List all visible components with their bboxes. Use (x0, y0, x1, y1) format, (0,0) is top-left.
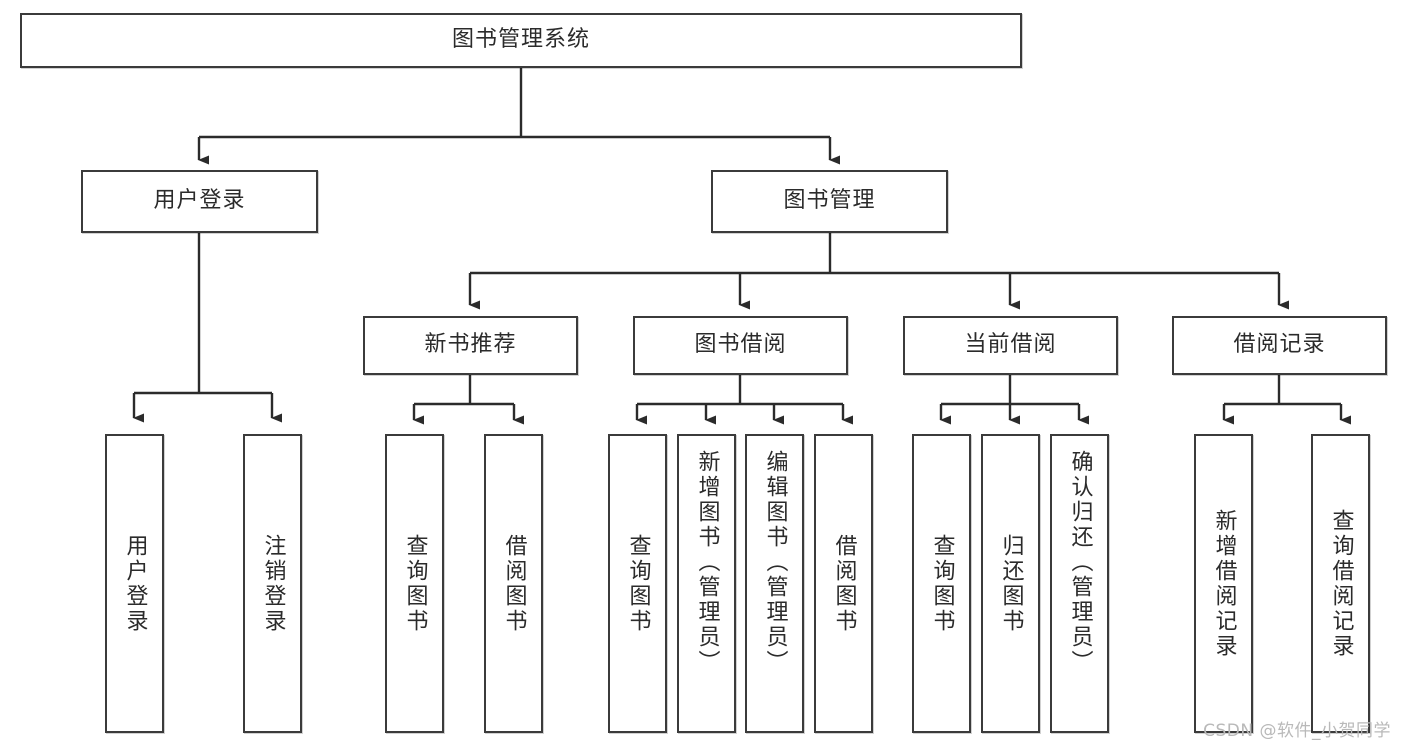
node-leaf-bookborrow-borrow-book[interactable]: 借阅图书 (814, 434, 873, 733)
node-current-borrow[interactable]: 当前借阅 (903, 316, 1118, 375)
node-leaf-borrowrecord-query-record[interactable]: 查询借阅记录 (1311, 434, 1370, 733)
node-label: 借阅图书 (501, 533, 527, 634)
node-label: 图书借阅 (694, 332, 787, 358)
node-label: 查询图书 (625, 533, 651, 634)
connector-currentborrow-to-leaves (939, 375, 1089, 425)
node-leaf-user-login-logout[interactable]: 注销登录 (243, 434, 302, 733)
node-leaf-currentborrow-query-book[interactable]: 查询图书 (912, 434, 971, 733)
connector-root-to-level2 (197, 68, 840, 165)
node-label: 编辑图书（管理员） (762, 450, 788, 675)
node-label: 用户登录 (153, 188, 246, 214)
node-leaf-currentborrow-confirm-return-admin[interactable]: 确认归还（管理员） (1050, 434, 1109, 733)
node-leaf-newbook-borrow-book[interactable]: 借阅图书 (484, 434, 543, 733)
node-label: 当前借阅 (964, 332, 1057, 358)
node-user-login[interactable]: 用户登录 (81, 170, 318, 233)
node-label: 新增图书（管理员） (694, 450, 720, 675)
node-book-management[interactable]: 图书管理 (711, 170, 948, 233)
node-leaf-bookborrow-edit-book-admin[interactable]: 编辑图书（管理员） (745, 434, 804, 733)
node-label: 图书管理 (783, 188, 876, 214)
node-new-book-recommend[interactable]: 新书推荐 (363, 316, 578, 375)
node-label: 查询图书 (929, 533, 955, 634)
node-leaf-borrowrecord-add-record[interactable]: 新增借阅记录 (1194, 434, 1253, 733)
node-label: 注销登录 (260, 533, 286, 634)
node-leaf-newbook-query-book[interactable]: 查询图书 (385, 434, 444, 733)
node-label: 确认归还（管理员） (1067, 450, 1093, 675)
node-leaf-currentborrow-return-book[interactable]: 归还图书 (981, 434, 1040, 733)
connector-newbook-to-leaves (412, 375, 524, 425)
node-leaf-bookborrow-add-book-admin[interactable]: 新增图书（管理员） (677, 434, 736, 733)
node-label: 新书推荐 (424, 332, 517, 358)
connector-userlogin-to-leaves (132, 233, 282, 423)
node-leaf-user-login-login[interactable]: 用户登录 (105, 434, 164, 733)
connector-borrowrecord-to-leaves (1222, 375, 1351, 425)
node-label: 用户登录 (122, 533, 148, 634)
node-borrow-record[interactable]: 借阅记录 (1172, 316, 1387, 375)
node-label: 新增借阅记录 (1211, 508, 1237, 659)
node-label: 归还图书 (998, 533, 1024, 634)
node-label: 借阅图书 (831, 533, 857, 634)
node-label: 图书管理系统 (451, 27, 590, 53)
connector-bookmgmt-to-level3 (468, 233, 1289, 310)
node-label: 查询借阅记录 (1328, 508, 1354, 659)
node-leaf-bookborrow-query-book[interactable]: 查询图书 (608, 434, 667, 733)
node-root-book-management-system[interactable]: 图书管理系统 (20, 13, 1022, 68)
node-label: 查询图书 (402, 533, 428, 634)
node-book-borrow[interactable]: 图书借阅 (633, 316, 848, 375)
connector-bookborrow-to-leaves (635, 375, 853, 425)
node-label: 借阅记录 (1233, 332, 1326, 358)
